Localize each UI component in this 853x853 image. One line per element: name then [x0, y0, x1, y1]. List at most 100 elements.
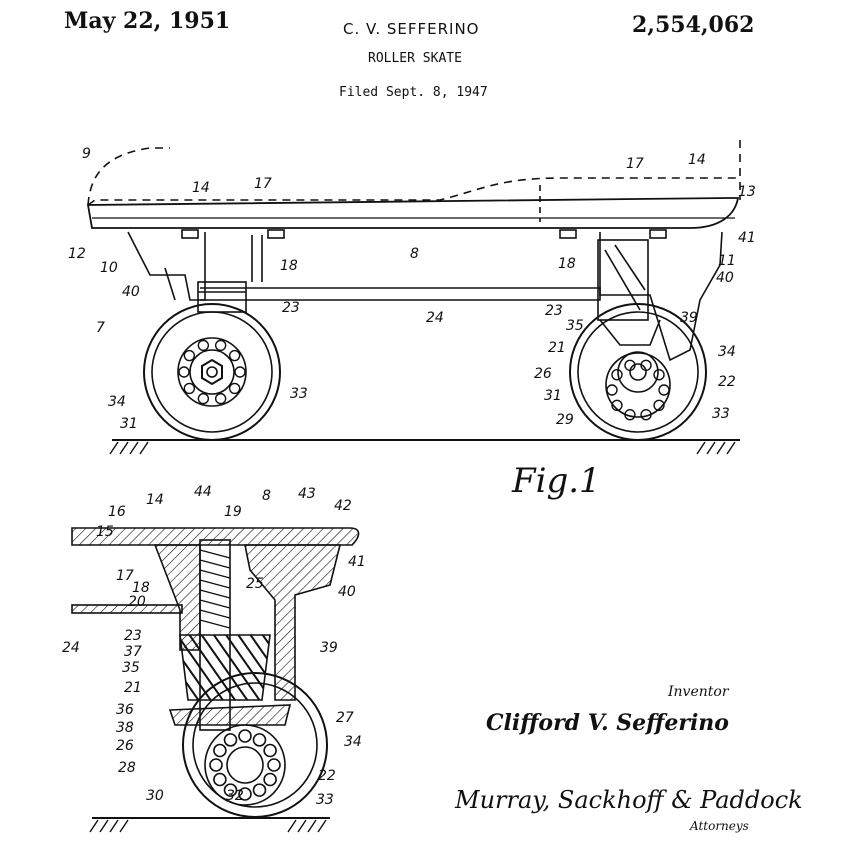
fig1-ref-numeral: 40 — [122, 284, 140, 300]
fig1-ref-numeral: 18 — [280, 258, 298, 274]
fig1-ref-numeral: 33 — [712, 406, 730, 422]
bearing-ball — [228, 382, 241, 395]
bearing-ball — [213, 772, 227, 787]
patent-date: May 22, 1951 — [64, 8, 231, 34]
fig1-ref-numeral: 33 — [290, 386, 308, 402]
fig2-ref-numeral: 22 — [318, 768, 336, 784]
fig2-ref-numeral: 16 — [108, 504, 126, 520]
bearing-ball — [183, 349, 196, 362]
fig1-ref-numeral: 31 — [120, 416, 138, 432]
fig1-ref-numeral: 14 — [192, 180, 210, 196]
footplate-section — [71, 527, 360, 546]
bearing-ball — [252, 733, 267, 747]
footplate — [86, 197, 740, 229]
fig2-ref-numeral: 43 — [298, 486, 316, 502]
bearing-ball — [640, 359, 652, 371]
attorneys-label: Attorneys — [689, 819, 749, 833]
fig1-ref-numeral: 7 — [96, 320, 105, 336]
fig1-ref-numeral: 14 — [688, 152, 706, 168]
shoe-top — [87, 177, 740, 206]
attorneys-signature: Murray, Sackhoff & Paddock — [454, 786, 803, 814]
bearing-ball — [214, 392, 227, 405]
fig1-ref-numeral: 22 — [718, 374, 736, 390]
fig1-ref-numeral: 10 — [100, 260, 118, 276]
bearing-ball — [611, 399, 623, 411]
filing-date: Filed Sept. 8, 1947 — [339, 85, 488, 100]
fig2-ref-numeral: 37 — [124, 644, 142, 660]
fig1-ref-numeral: 40 — [716, 270, 734, 286]
fig2-ref-numeral: 36 — [116, 702, 134, 718]
bearing-ball — [611, 369, 623, 381]
fig1-ref-numeral: 8 — [410, 246, 419, 262]
bearing-ball — [214, 339, 227, 352]
fig1-ref-numeral: 21 — [548, 340, 566, 356]
fig1-ref-numeral: 9 — [82, 146, 91, 162]
fig1-ref-numeral: 34 — [718, 344, 736, 360]
fig2-ref-numeral: 25 — [246, 576, 264, 592]
bearing-ball — [178, 366, 190, 378]
fig2-ref-numeral: 30 — [146, 788, 164, 804]
fig2-ref-numeral: 27 — [336, 710, 354, 726]
fig1-label: Fig.1 — [511, 461, 601, 501]
bearing-ball — [209, 758, 223, 772]
bearing-ball — [238, 787, 252, 801]
fig1-ref-numeral: 34 — [108, 394, 126, 410]
fig1-ref-numeral: 23 — [282, 300, 300, 316]
bearing-ball — [624, 359, 636, 371]
fig2-section-view — [71, 527, 360, 833]
bearing-ball — [640, 409, 652, 421]
bearing-ball — [223, 733, 238, 747]
connecting-rod — [200, 287, 601, 301]
bearing-ball — [263, 743, 277, 758]
fig2-ref-numeral: 26 — [116, 738, 134, 754]
fig1-ref-numeral: 31 — [544, 388, 562, 404]
rear-cushion — [597, 239, 649, 321]
fig1-ref-numeral: 23 — [545, 303, 563, 319]
bearing-ball — [234, 366, 246, 378]
fig1-ref-numeral: 35 — [566, 318, 584, 334]
bearing-ball — [606, 384, 618, 396]
bearing-ball — [263, 772, 277, 787]
fig2-ref-numeral: 19 — [224, 504, 242, 520]
fig1-ref-numeral: 39 — [680, 310, 698, 326]
fig2-ref-numeral: 35 — [122, 660, 140, 676]
fig1-side-view — [86, 140, 741, 455]
bearing-ball — [624, 409, 636, 421]
bearing-ball — [197, 339, 210, 352]
fig1-ref-numeral: 17 — [626, 156, 644, 172]
fig2-ref-numeral: 32 — [226, 788, 244, 804]
fig2-ref-numeral: 28 — [118, 760, 136, 776]
bearing-ball — [252, 783, 267, 797]
bearing-ball — [183, 382, 196, 395]
fig1-ref-numeral: 26 — [534, 366, 552, 382]
inventor-header: C. V. SEFFERINO — [343, 20, 480, 38]
fig2-ref-numeral: 41 — [348, 554, 366, 570]
bearing-ball — [223, 783, 238, 797]
arm-section — [244, 544, 342, 701]
fig2-ref-numeral: 39 — [320, 640, 338, 656]
fig2-ref-numeral: 14 — [146, 492, 164, 508]
bearing-ball — [653, 369, 665, 381]
fig2-ref-numeral: 17 — [116, 568, 134, 584]
fig2-ref-numeral: 44 — [194, 484, 212, 500]
bearing-ball — [238, 729, 252, 743]
bearing-ball — [213, 743, 227, 758]
fig2-ref-numeral: 20 — [128, 594, 146, 610]
fig1-ref-numeral: 17 — [254, 176, 272, 192]
fig2-ref-numeral: 21 — [124, 680, 142, 696]
fig2-ref-numeral: 33 — [316, 792, 334, 808]
fig1-ref-numeral: 12 — [68, 246, 86, 262]
fig2-ref-numeral: 42 — [334, 498, 352, 514]
rear-truck-bracket — [599, 231, 723, 362]
fig2-ref-numeral: 8 — [262, 488, 271, 504]
patent-number: 2,554,062 — [632, 12, 755, 38]
inventor-label: Inventor — [667, 684, 730, 700]
fig2-ref-numeral: 40 — [338, 584, 356, 600]
bearing-ball — [228, 349, 241, 362]
fig2-ref-numeral: 15 — [96, 524, 114, 540]
bearing-ball — [653, 399, 665, 411]
fig2-ref-numeral: 34 — [344, 734, 362, 750]
